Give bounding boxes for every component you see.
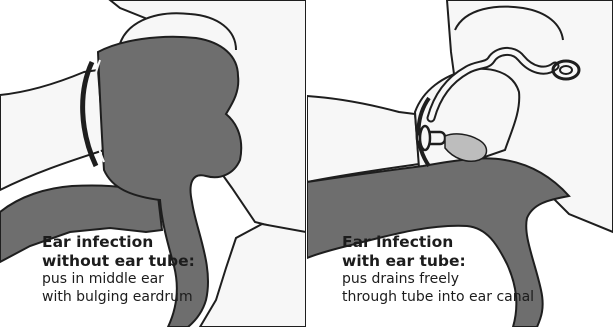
caption-without-tube: Ear infection without ear tube: pus in m… (42, 233, 195, 306)
panel-with-ear-tube: Ear infection with ear tube: pus drains … (307, 0, 613, 327)
caption-title-line-2: with ear tube: (342, 252, 534, 271)
caption-description-line-1: pus drains freely (342, 271, 534, 288)
ear-canal-skin (0, 70, 104, 190)
caption-with-tube: Ear infection with ear tube: pus drains … (342, 233, 534, 306)
ear-tube-flange (420, 126, 430, 150)
tissue-lower-right (200, 224, 306, 327)
caption-description-line-2: with bulging eardrum (42, 289, 195, 306)
caption-description-line-2: through tube into ear canal (342, 289, 534, 306)
panel-without-ear-tube: Ear infection without ear tube: pus in m… (0, 0, 306, 327)
caption-title-line-1: Ear infection (342, 233, 534, 252)
caption-description-line-1: pus in middle ear (42, 271, 195, 288)
caption-title-line-2: without ear tube: (42, 252, 195, 271)
caption-title-line-1: Ear infection (42, 233, 195, 252)
